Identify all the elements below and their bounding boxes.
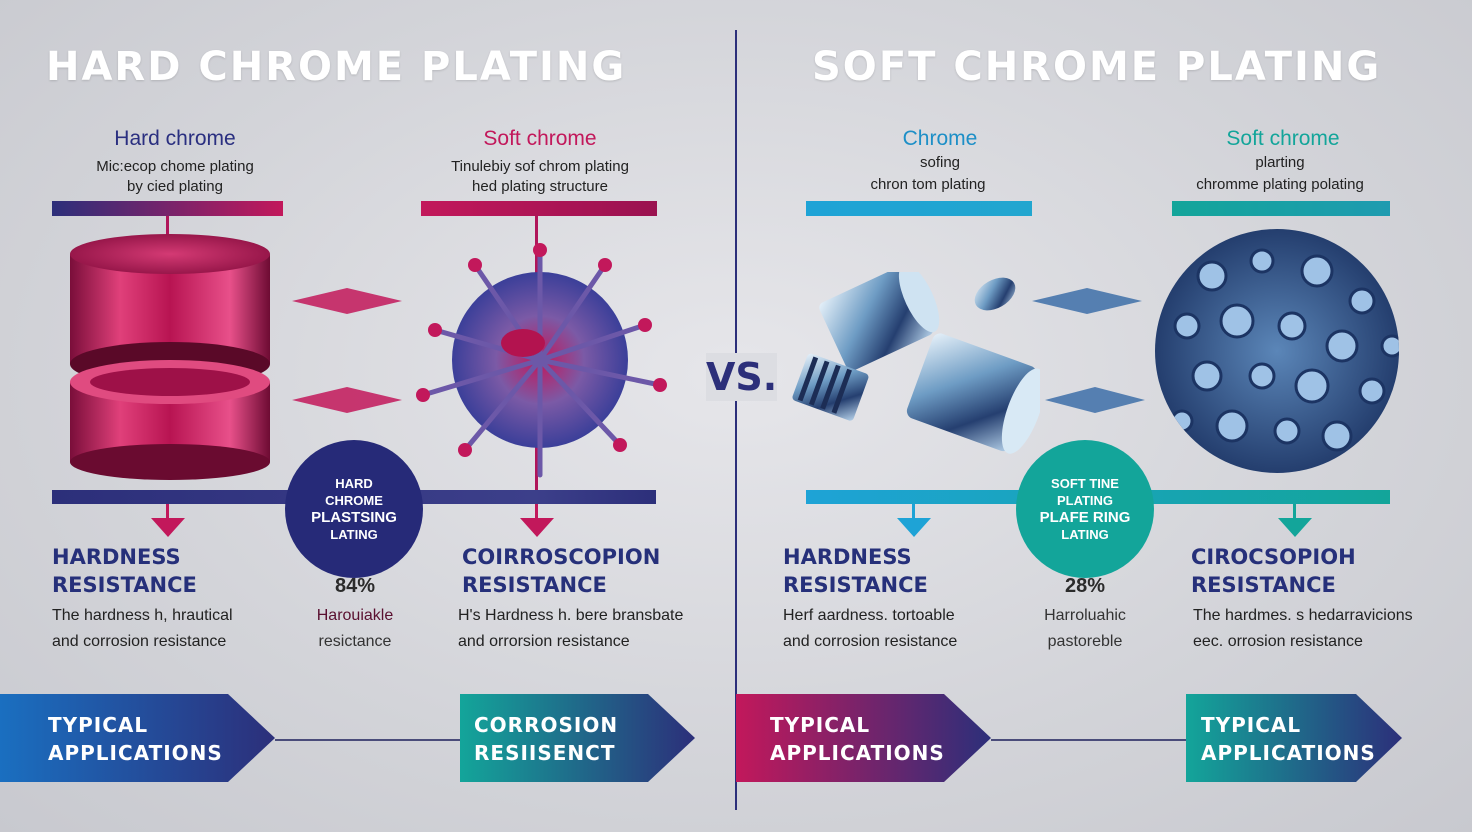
hard-down-arrow-b-icon	[520, 518, 554, 537]
soft-label-a-bar	[806, 201, 1032, 216]
soft-mid-desc: Harroluahic pastoreble	[1044, 607, 1126, 650]
hard-label-a-bar	[52, 201, 283, 216]
hard-col1-heading: HARDNESS RESISTANCE	[52, 545, 197, 597]
hard-label-a-line2: by cied plating	[127, 178, 223, 195]
hard-mid-desc: Harouiakle resictance	[316, 607, 394, 650]
hard-label-a-title: Hard chrome	[114, 127, 236, 150]
soft-col2-heading: CIROCSOPIOH RESISTANCE	[1191, 545, 1356, 597]
soft-col1-heading: HARDNESS RESISTANCE	[783, 545, 928, 597]
hard-col2-desc: H's Hardness h. bere bransbate and orror…	[458, 607, 684, 650]
soft-chrome-badge: SOFT TINE PLATING PLAFE RING LATING	[1016, 440, 1154, 578]
metal-parts-icon	[792, 272, 1040, 454]
hard-down-arrow-a-icon	[151, 518, 185, 537]
soft-badge-line4: LATING	[1061, 527, 1109, 542]
hard-percentage: 84%	[334, 575, 376, 597]
soft-plating-title: SOFT CHROME PLATING	[812, 44, 1382, 90]
soft-applications-label-b: TYPICAL APPLICATIONS	[1201, 713, 1376, 765]
soft-applications-chevron-b[interactable]	[1186, 694, 1406, 784]
soft-col1-desc: Herf aardness. tortoable and corrosion r…	[783, 607, 958, 650]
soft-label-a-line1: sofing	[919, 154, 961, 171]
hard-applications-chevron[interactable]	[0, 694, 280, 784]
soft-chevron-connector	[991, 739, 1187, 741]
soft-percentage: 28%	[1064, 575, 1106, 597]
hard-applications-label: TYPICAL APPLICATIONS	[48, 713, 223, 765]
hard-stem-a	[166, 216, 169, 246]
microstructure-icon	[1155, 229, 1399, 473]
hard-badge-line3: PLASTSING	[311, 509, 397, 526]
hard-corrosion-chevron[interactable]	[460, 694, 700, 784]
hard-label-b-line2: hed plating structure	[472, 178, 608, 195]
chrome-cylinder-icon	[70, 234, 270, 480]
soft-label-a-line2: chron tom plating	[870, 176, 986, 193]
vs-label: VS.	[706, 353, 778, 401]
hard-badge-line4: LATING	[330, 527, 378, 542]
hard-plating-title: HARD CHROME PLATING	[46, 44, 627, 90]
hard-col1-desc: The hardness h, hrautical and corrosion …	[52, 607, 233, 650]
soft-applications-chevron-a[interactable]	[736, 694, 996, 784]
soft-down-arrow-b-icon	[1278, 518, 1312, 537]
soft-col2-desc: The hardmes. s hedarravicions eec. orros…	[1193, 607, 1413, 650]
hard-badge-line1: HARD	[335, 476, 373, 491]
hard-corrosion-label: CORROSION RESIISENCT	[474, 713, 619, 765]
center-divider	[735, 30, 737, 810]
soft-arrow-upper-icon	[1032, 288, 1142, 314]
soft-badge-line2: PLATING	[1056, 493, 1114, 508]
soft-applications-label-a: TYPICAL APPLICATIONS	[770, 713, 945, 765]
hard-chrome-badge: HARD CHROME PLASTSING LATING	[285, 440, 423, 578]
hard-col2-heading: COIRROSCOPION RESISTANCE	[462, 545, 661, 597]
hard-label-b-line1: Tinulebiy sof chrom plating	[451, 158, 629, 175]
soft-label-b-line2: chromme plating polating	[1196, 176, 1364, 193]
molecule-structure-icon	[416, 243, 667, 478]
soft-badge-line1: SOFT TINE	[1051, 476, 1119, 491]
soft-down-arrow-a-icon	[897, 518, 931, 537]
soft-label-b-line1: plarting	[1255, 154, 1305, 171]
soft-label-b-bar	[1172, 201, 1390, 216]
soft-arrow-lower-icon	[1045, 387, 1145, 413]
hard-label-b-bar	[421, 201, 657, 216]
hard-label-b-title: Soft chrome	[483, 127, 597, 150]
hard-chevron-connector	[275, 739, 461, 741]
soft-badge-line3: PLAFE RING	[1039, 509, 1131, 526]
hard-label-a-line1: Mic:ecop chome plating	[96, 158, 254, 175]
hard-arrow-lower-icon	[292, 387, 402, 413]
soft-label-a-title: Chrome	[902, 127, 978, 150]
hard-badge-line2: CHROME	[325, 493, 383, 508]
soft-label-b-title: Soft chrome	[1226, 127, 1340, 150]
hard-arrow-upper-icon	[292, 288, 402, 314]
